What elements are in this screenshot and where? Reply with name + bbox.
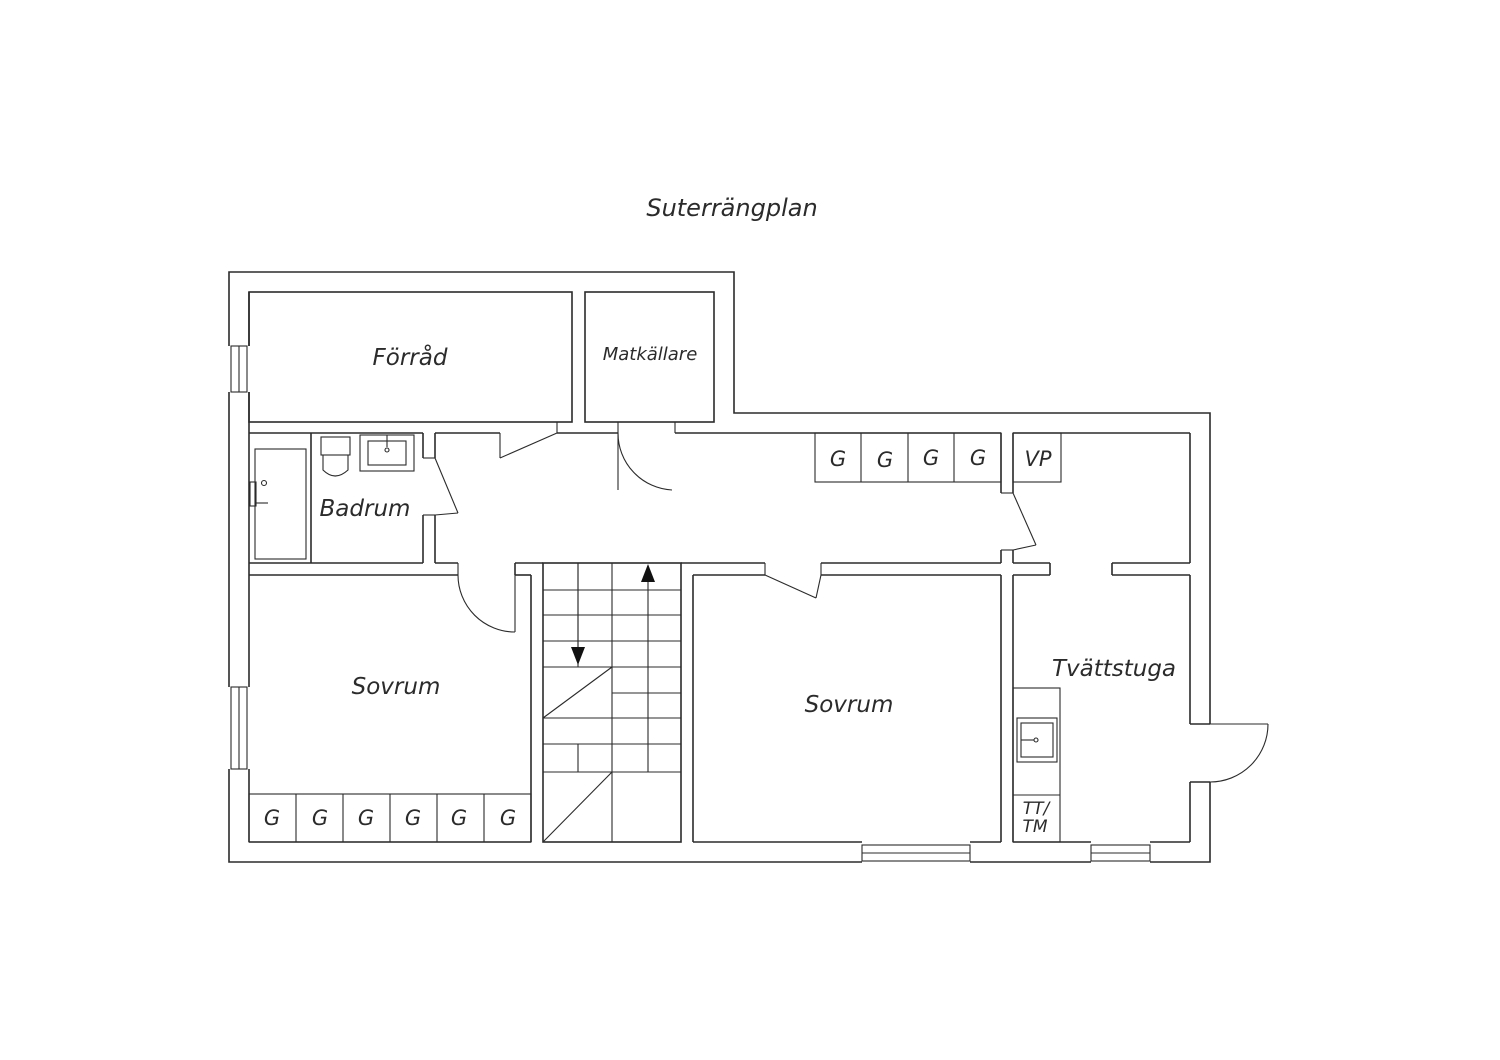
room-badrum-walls bbox=[249, 432, 424, 564]
label-sovrum-center: Sovrum bbox=[805, 692, 894, 718]
label-vp: VP bbox=[1024, 447, 1051, 471]
laundry-sink-icon bbox=[1016, 717, 1058, 763]
wardrobe-label: G bbox=[405, 806, 421, 830]
windows bbox=[227, 345, 1151, 864]
wardrobes-bedroom bbox=[248, 793, 532, 843]
wardrobe-label: G bbox=[970, 446, 986, 470]
heat-pump-box bbox=[1012, 432, 1062, 483]
doors bbox=[423, 422, 1269, 783]
plan-title: Suterrängplan bbox=[646, 194, 817, 222]
label-forrad: Förråd bbox=[373, 343, 448, 371]
shower-icon bbox=[249, 448, 307, 560]
wardrobe-label: G bbox=[830, 447, 846, 471]
wardrobe-label: G bbox=[358, 806, 374, 830]
wardrobe-label: G bbox=[500, 806, 516, 830]
staircase bbox=[542, 562, 682, 843]
sink-icon bbox=[359, 434, 415, 472]
label-tt: TT/ bbox=[1023, 799, 1052, 819]
label-sovrum-left: Sovrum bbox=[352, 674, 441, 700]
label-badrum: Badrum bbox=[320, 496, 411, 522]
wardrobes-hall bbox=[814, 432, 1002, 483]
wardrobe-label: G bbox=[264, 806, 280, 830]
label-tm: TM bbox=[1022, 817, 1047, 837]
wardrobe-label: G bbox=[923, 446, 939, 470]
room-matkallare bbox=[584, 291, 715, 423]
label-matkallare: Matkällare bbox=[603, 344, 698, 365]
toilet-icon bbox=[320, 436, 351, 477]
corridor-walls bbox=[434, 432, 1190, 564]
wardrobe-label: G bbox=[451, 806, 467, 830]
room-sovrum-center-walls bbox=[692, 574, 1002, 843]
label-tvattstuga: Tvättstuga bbox=[1052, 656, 1176, 682]
wardrobe-label: G bbox=[877, 448, 893, 472]
laundry-counter bbox=[1012, 687, 1061, 843]
wardrobe-label: G bbox=[312, 806, 328, 830]
